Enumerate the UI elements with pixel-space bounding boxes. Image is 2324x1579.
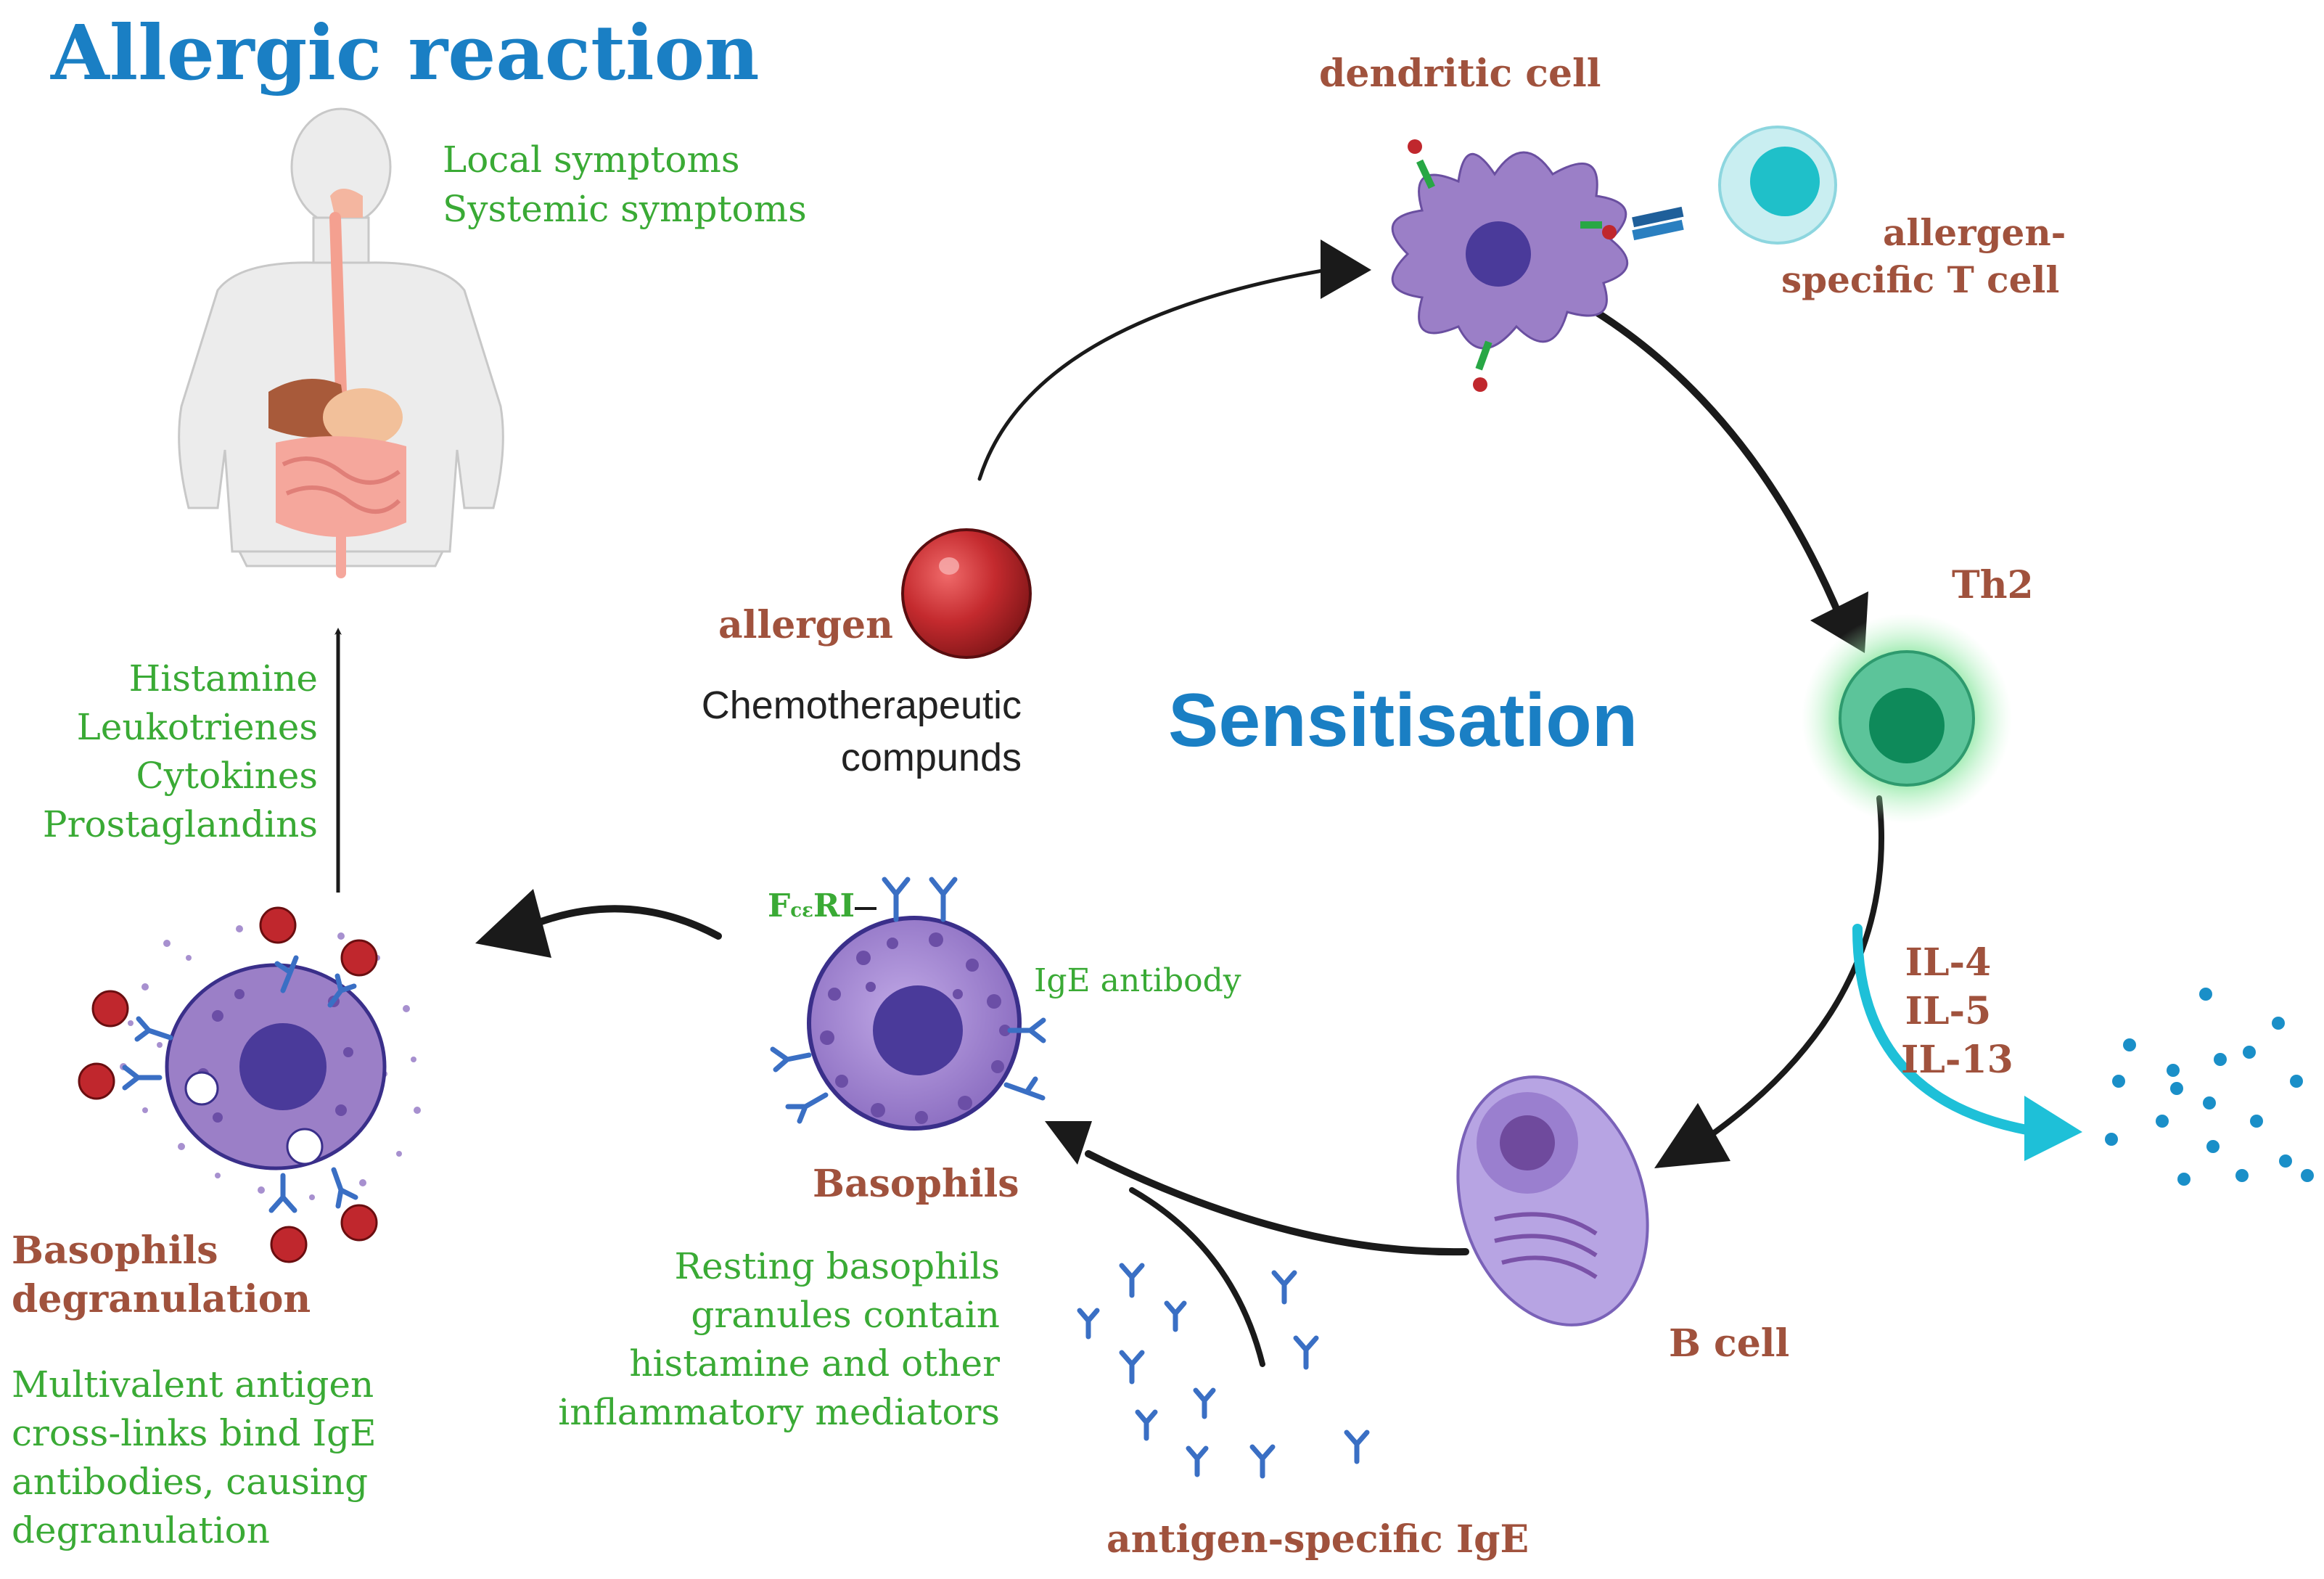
bound-ige-antibodies	[122, 877, 1046, 1213]
resting-basophil	[807, 916, 1022, 1131]
degranulation-label-line1: Basophils	[12, 1229, 218, 1273]
degranulation-desc-line1: Multivalent antigen	[12, 1363, 374, 1406]
degranulation-desc-line2: cross-links bind IgE	[12, 1412, 377, 1454]
mediator-leukotrienes: Leukotrienes	[76, 706, 318, 748]
fceri-label: FcεRI	[768, 887, 855, 926]
allergen-highlight	[939, 557, 959, 575]
fceri-label-main: F	[768, 887, 791, 924]
b-cell	[1456, 1075, 1649, 1326]
dendritic-cell-label: dendritic cell	[1319, 52, 1601, 96]
cytokine-dots	[2105, 988, 2314, 1186]
t-cell-nucleus	[1750, 147, 1820, 216]
b-cell-label: B cell	[1669, 1321, 1790, 1366]
basophil-desc-line4: inflammatory mediators	[558, 1391, 1000, 1433]
symptom-systemic: Systemic symptoms	[443, 188, 807, 230]
sensitisation-title: Sensitisation	[1168, 678, 1638, 763]
basophil-desc-line1: Resting basophils	[674, 1245, 1000, 1287]
th2-label: Th2	[1952, 563, 2034, 607]
t-cell-label-line1: allergen-	[1883, 211, 2066, 254]
interleukin-13: IL-13	[1901, 1038, 2013, 1082]
basophil-desc-line2: granules contain	[691, 1294, 1000, 1336]
fceri-label-tail: RI	[813, 887, 855, 924]
dendritic-cell	[1391, 139, 1629, 392]
th2-nucleus	[1869, 688, 1945, 763]
allergen-sphere	[901, 528, 1032, 659]
mediator-prostaglandins: Prostaglandins	[42, 803, 318, 845]
t-cell-receptor	[1632, 206, 1684, 241]
basophils-label: Basophils	[813, 1162, 1019, 1206]
allergen-label: allergen	[718, 603, 893, 647]
ige-label: antigen-specific IgE	[1106, 1517, 1530, 1562]
interleukin-5: IL-5	[1905, 989, 1992, 1033]
allergen-caption-line2: compunds	[840, 736, 1022, 779]
ige-antibody-label: IgE antibody	[1034, 962, 1241, 999]
degranulating-basophil	[120, 925, 421, 1200]
sensitisation-cycle-arrows	[475, 239, 1884, 1367]
cytokine-arrowhead	[2024, 1096, 2082, 1161]
degranulation-label-line2: degranulation	[12, 1277, 311, 1321]
fceri-label-sub: cε	[790, 900, 813, 922]
interleukin-4: IL-4	[1905, 940, 1992, 985]
degranulation-desc-line4: degranulation	[12, 1509, 270, 1551]
mediator-histamine: Histamine	[128, 657, 318, 700]
t-cell-label-line2: specific T cell	[1781, 258, 2060, 301]
mediator-cytokines: Cytokines	[136, 755, 318, 797]
degranulation-desc-line3: antibodies, causing	[12, 1461, 369, 1503]
allergic-reaction-title: Allergic reaction	[51, 8, 760, 97]
human-body-illustration	[178, 107, 504, 578]
cytokine-release-arrow	[1852, 924, 2044, 1137]
allergen-caption-line1: Chemotherapeutic	[701, 684, 1022, 727]
basophil-desc-line3: histamine and other	[629, 1342, 1000, 1385]
free-ige-antibodies	[1077, 1263, 1370, 1479]
allergen-particles	[78, 906, 378, 1263]
symptom-local: Local symptoms	[443, 139, 740, 181]
